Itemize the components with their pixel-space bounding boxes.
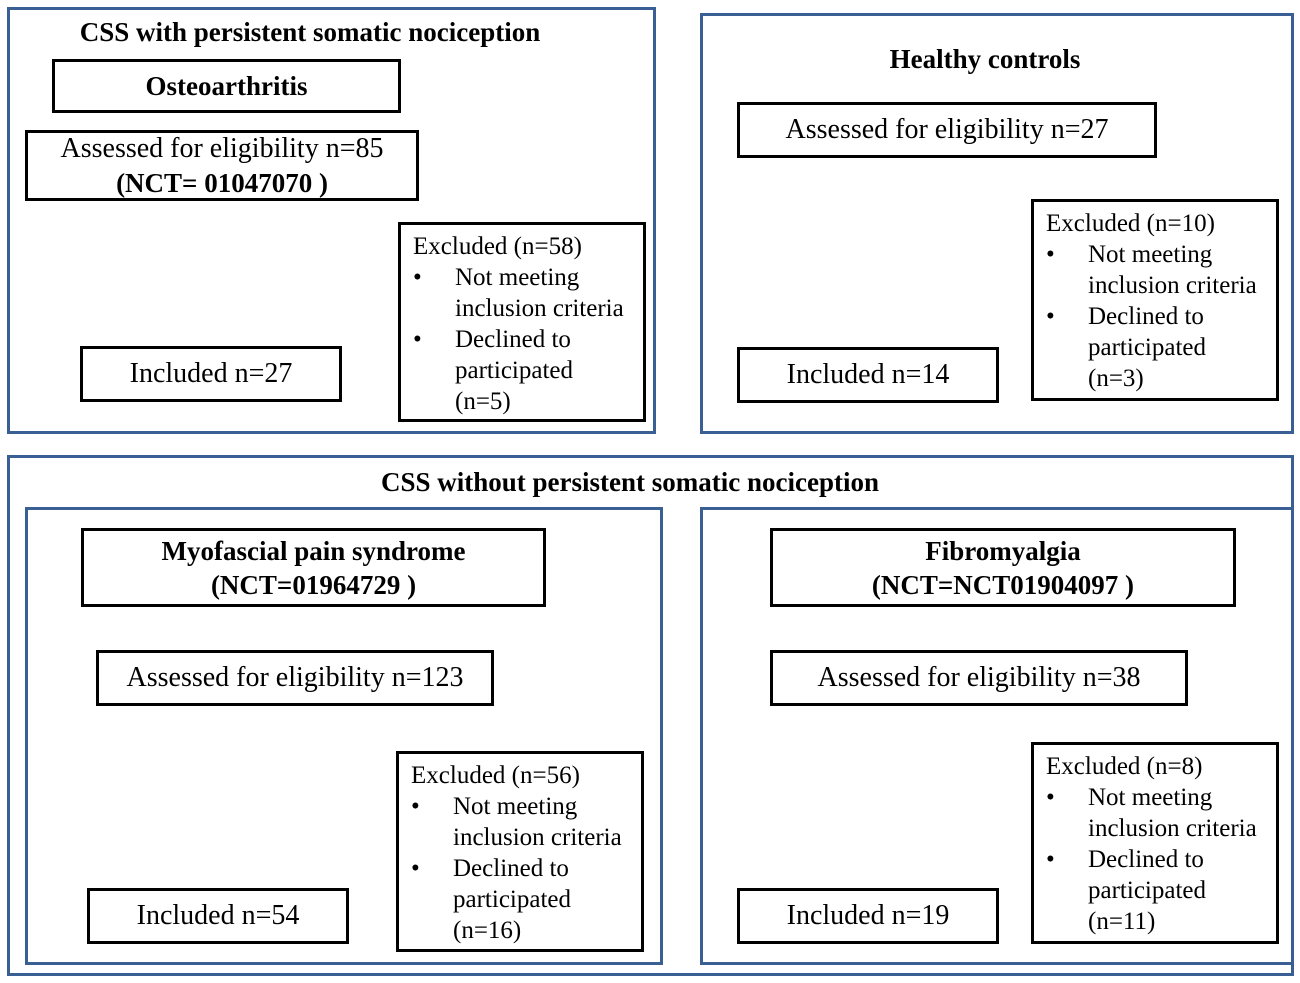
excluded-reason-2-count: (n=11): [1088, 908, 1156, 935]
fibromyalgia-nct: (NCT=NCT01904097 ): [871, 569, 1135, 600]
excluded-reason-2: Declined to: [1088, 846, 1204, 873]
panel-css-without-persistent-title: CSS without persistent somatic nocicepti…: [381, 467, 879, 497]
excluded-reason-2-cont: participated: [1088, 334, 1206, 361]
excluded-reason-1-cont: inclusion criteria: [453, 824, 622, 851]
healthy-assessed-box: Assessed for eligibility n=27: [737, 102, 1157, 158]
excluded-header: Excluded (n=58): [413, 233, 582, 260]
osteoarthritis-group-box: Osteoarthritis: [52, 59, 401, 113]
bullet: •: [1046, 784, 1055, 811]
excluded-reason-2-cont: participated: [455, 357, 573, 384]
osteoarthritis-assessed-box: Assessed for eligibility n=85 (NCT= 0104…: [25, 130, 419, 201]
excluded-reason-2-cont: participated: [453, 886, 571, 913]
panel-css-persistent-title: CSS with persistent somatic nociception: [30, 16, 590, 48]
bullet: •: [1046, 241, 1055, 268]
excluded-reason-2-count: (n=5): [455, 388, 511, 415]
healthy-excluded-box: Excluded (n=10) • Not meeting inclusion c…: [1031, 199, 1279, 401]
myofascial-excluded-box: Excluded (n=56) • Not meeting inclusion c…: [396, 751, 644, 952]
excluded-reason-1: Not meeting: [1088, 241, 1213, 268]
healthy-included: Included n=14: [786, 359, 950, 390]
excluded-reason-2-cont: participated: [1088, 877, 1206, 904]
bullet: •: [411, 793, 420, 820]
excluded-reason-2-count: (n=16): [453, 917, 522, 944]
excluded-reason-1-cont: inclusion criteria: [1088, 272, 1257, 299]
fibromyalgia-included: Included n=19: [786, 900, 950, 931]
healthy-assessed: Assessed for eligibility n=27: [785, 114, 1109, 145]
myofascial-assessed: Assessed for eligibility n=123: [126, 662, 464, 693]
panel-healthy-controls-title: Healthy controls: [889, 44, 1081, 74]
fibromyalgia-group-box: Fibromyalgia (NCT=NCT01904097 ): [770, 528, 1236, 607]
excluded-header: Excluded (n=56): [411, 762, 580, 789]
osteoarthritis-label: Osteoarthritis: [145, 71, 308, 101]
bullet: •: [1046, 846, 1055, 873]
excluded-reason-1: Not meeting: [453, 793, 578, 820]
fibromyalgia-excluded-box: Excluded (n=8) • Not meeting inclusion cr…: [1031, 742, 1279, 944]
excluded-reason-2: Declined to: [455, 326, 571, 353]
excluded-reason-1: Not meeting: [1088, 784, 1213, 811]
bullet: •: [413, 326, 422, 353]
osteoarthritis-nct: (NCT= 01047070 ): [116, 167, 328, 198]
myofascial-label: Myofascial pain syndrome: [161, 535, 466, 566]
excluded-reason-1: Not meeting: [455, 264, 580, 291]
myofascial-group-box: Myofascial pain syndrome (NCT=01964729 ): [81, 528, 546, 607]
osteoarthritis-assessed: Assessed for eligibility n=85: [60, 132, 384, 164]
fibromyalgia-included-box: Included n=19: [737, 888, 999, 944]
excluded-reason-2: Declined to: [1088, 303, 1204, 330]
myofascial-included: Included n=54: [136, 900, 300, 931]
bullet: •: [1046, 303, 1055, 330]
bullet: •: [411, 855, 420, 882]
excluded-header: Excluded (n=10): [1046, 210, 1215, 237]
myofascial-assessed-box: Assessed for eligibility n=123: [96, 650, 494, 706]
myofascial-nct: (NCT=01964729 ): [210, 569, 417, 600]
excluded-reason-2-count: (n=3): [1088, 365, 1144, 392]
osteoarthritis-excluded-box: Excluded (n=58) • Not meeting inclusion c…: [398, 222, 646, 422]
osteoarthritis-included-box: Included n=27: [80, 346, 342, 402]
excluded-reason-2: Declined to: [453, 855, 569, 882]
excluded-header: Excluded (n=8): [1046, 753, 1203, 780]
fibromyalgia-assessed: Assessed for eligibility n=38: [817, 662, 1141, 693]
fibromyalgia-assessed-box: Assessed for eligibility n=38: [770, 650, 1188, 706]
excluded-reason-1-cont: inclusion criteria: [1088, 815, 1257, 842]
excluded-reason-1-cont: inclusion criteria: [455, 295, 624, 322]
healthy-included-box: Included n=14: [737, 347, 999, 403]
osteoarthritis-included: Included n=27: [129, 358, 293, 389]
fibromyalgia-label: Fibromyalgia: [925, 535, 1081, 566]
myofascial-included-box: Included n=54: [87, 888, 349, 944]
bullet: •: [413, 264, 422, 291]
